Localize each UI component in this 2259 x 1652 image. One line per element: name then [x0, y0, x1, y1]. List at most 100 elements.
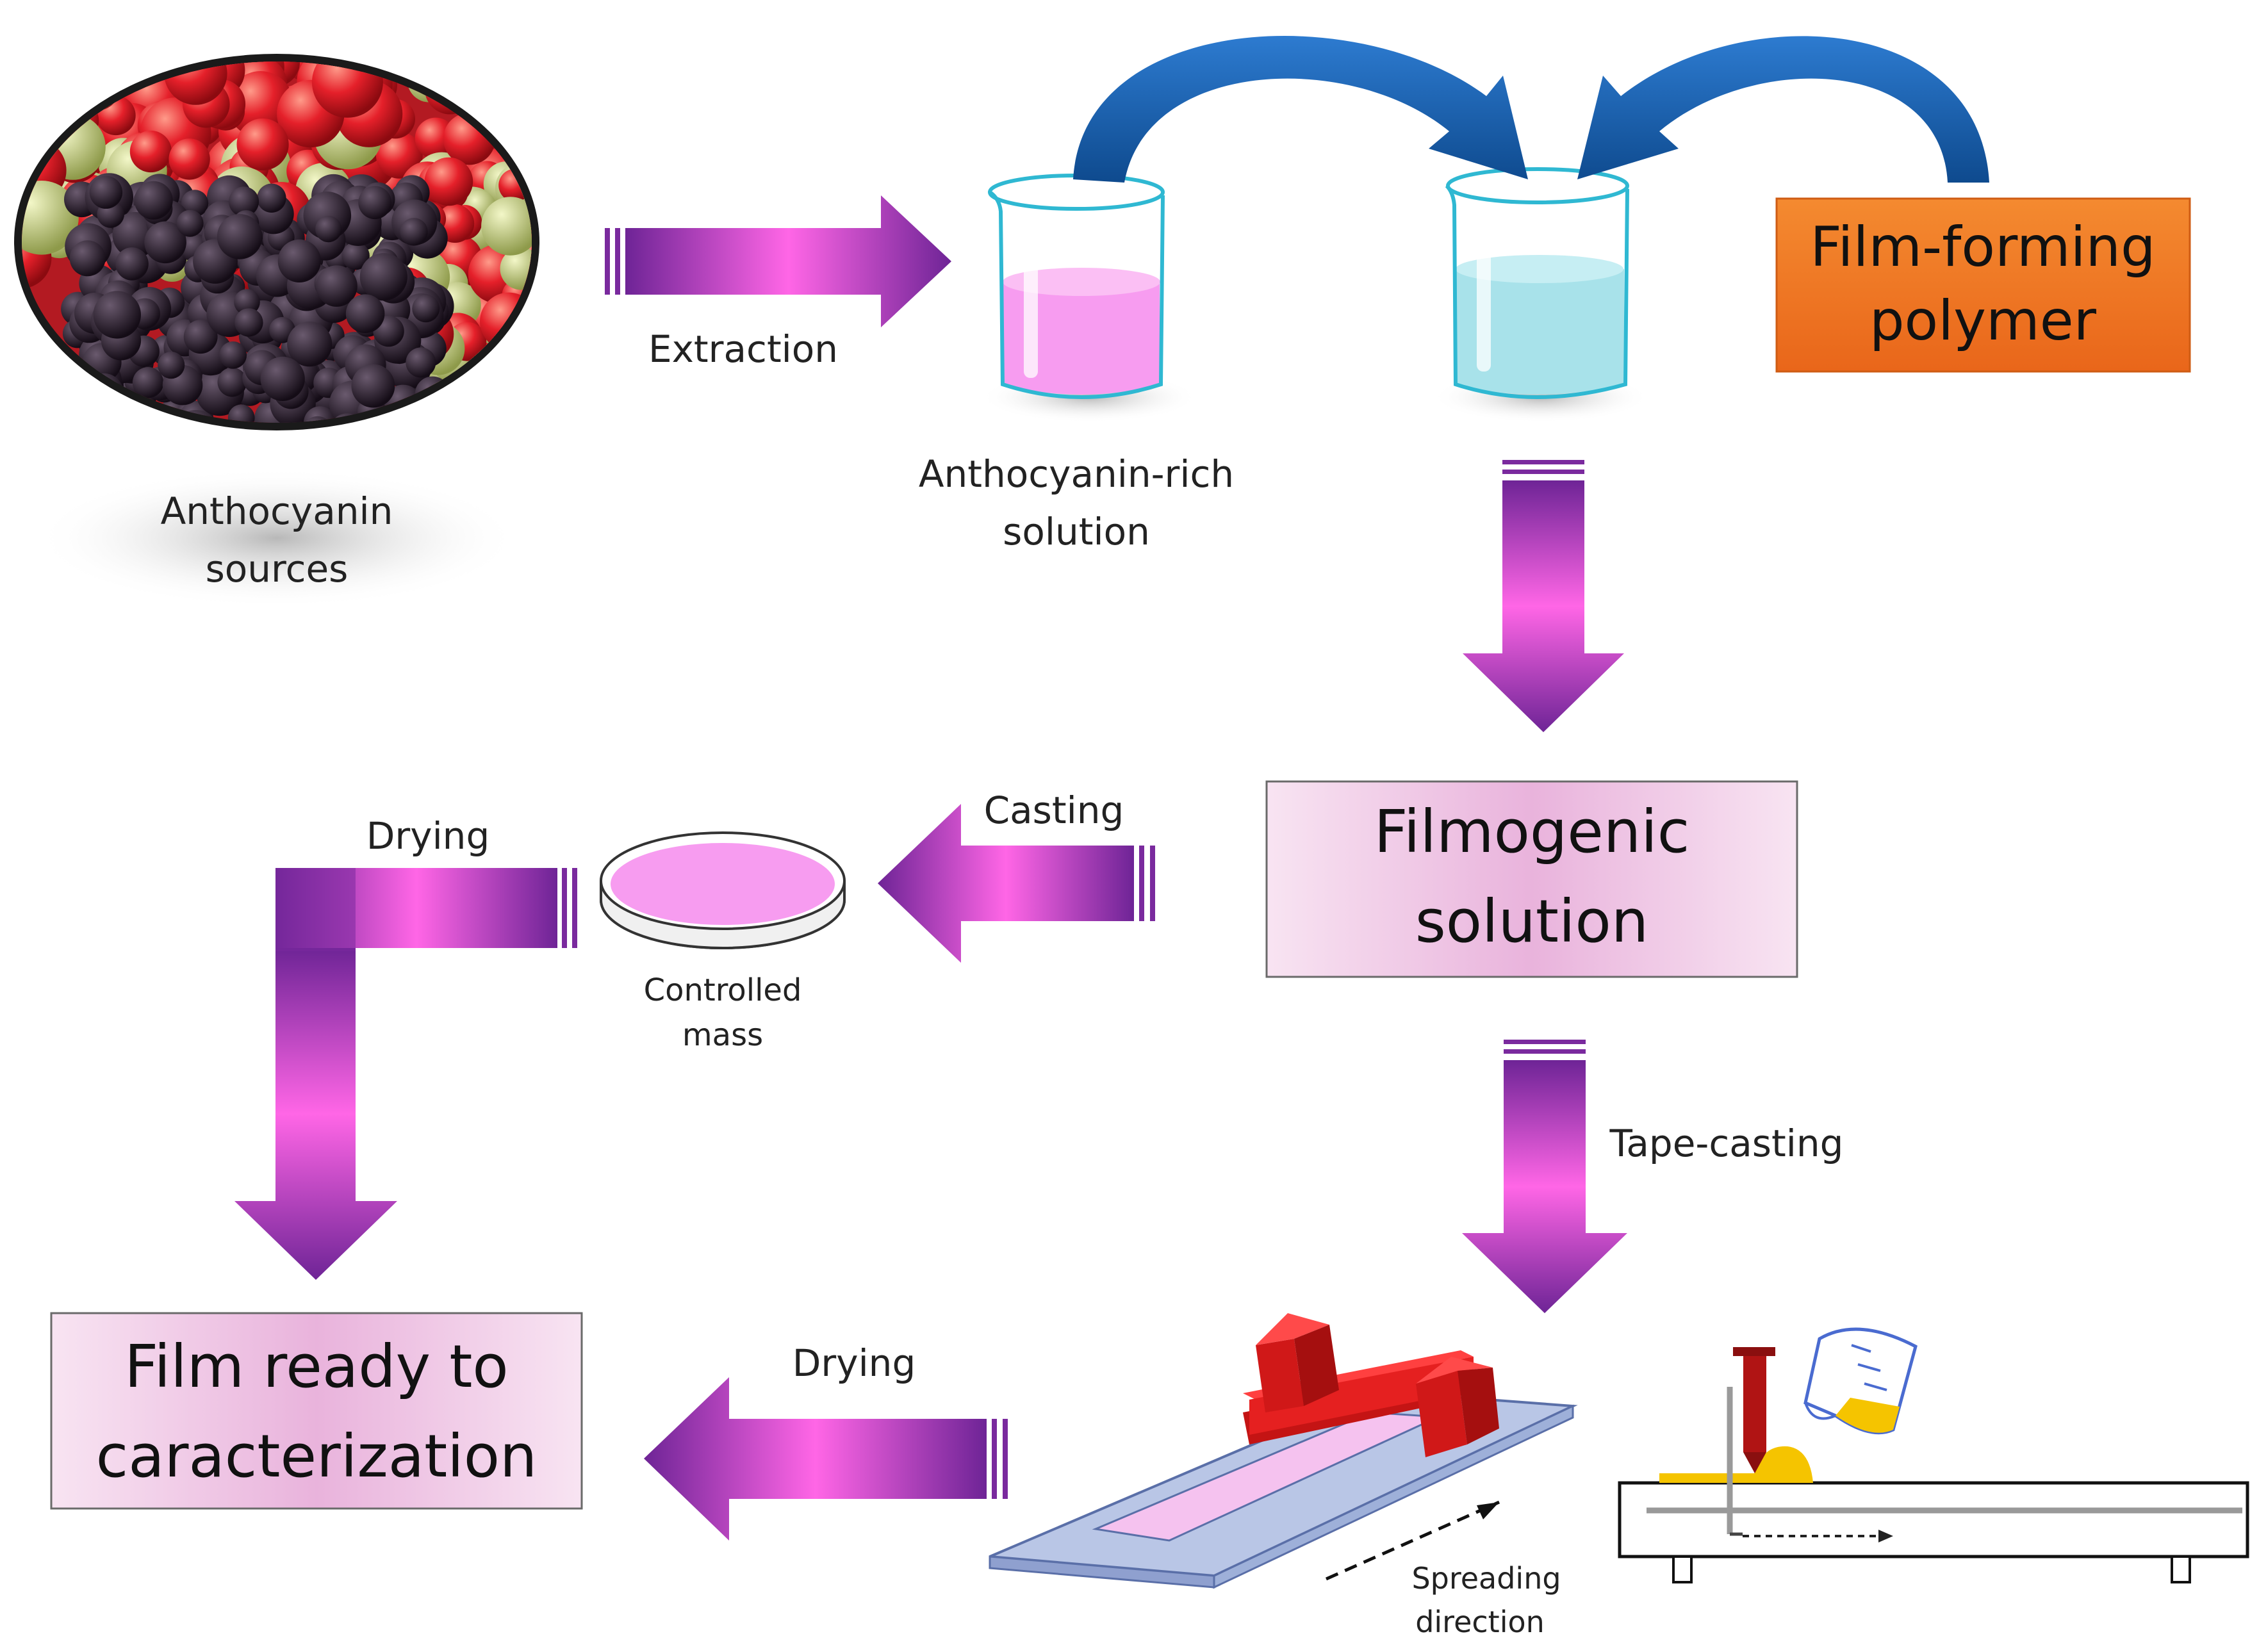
berry	[315, 216, 342, 243]
drying-elbow-arrow	[234, 868, 577, 1280]
spreading-label-2: direction	[1415, 1605, 1545, 1639]
extraction-arrow	[605, 195, 951, 327]
berry	[134, 181, 173, 220]
svg-text:caracterization: caracterization	[96, 1422, 538, 1491]
casting-bench	[1618, 1387, 2249, 1583]
svg-text:Filmogenic: Filmogenic	[1374, 797, 1690, 866]
extraction-label: Extraction	[648, 327, 838, 371]
berry	[129, 130, 172, 173]
anthocyanin-rich-label-2: solution	[1003, 510, 1150, 553]
berry	[341, 241, 370, 270]
berry	[398, 411, 442, 423]
berry	[217, 367, 247, 397]
berry	[144, 221, 186, 264]
svg-text:solution: solution	[1415, 887, 1648, 956]
berry	[115, 247, 149, 281]
curved-arrow-left	[1073, 36, 1528, 183]
berry	[93, 405, 139, 423]
spreading-label-1: Spreading	[1411, 1561, 1561, 1596]
berry	[164, 61, 227, 105]
roller-applicator	[1243, 1313, 1499, 1457]
svg-text:sources: sources	[206, 547, 349, 591]
berry	[86, 61, 127, 80]
berry	[69, 240, 106, 277]
curved-arrow-right	[1577, 36, 1989, 183]
berry	[227, 70, 294, 138]
berry	[89, 176, 123, 209]
berry	[217, 214, 263, 259]
berry	[257, 183, 286, 213]
berry	[375, 132, 423, 179]
berry	[234, 308, 263, 337]
filmogenic-solution-box: Filmogenic solution	[1265, 780, 1798, 978]
berry	[388, 406, 420, 423]
berry	[359, 253, 407, 301]
berry	[183, 320, 218, 354]
berry	[62, 380, 93, 411]
berry	[132, 367, 164, 398]
berry	[22, 81, 48, 125]
berry	[424, 157, 473, 206]
controlled-mass-label-2: mass	[682, 1017, 763, 1053]
berries-photo	[14, 54, 539, 430]
petri-dish	[600, 831, 846, 949]
mixing-beaker	[1432, 167, 1650, 423]
berry	[236, 118, 289, 171]
berry	[93, 291, 141, 339]
berry	[158, 352, 185, 379]
berry	[22, 61, 64, 116]
berry	[481, 197, 532, 256]
svg-text:Film-forming: Film-forming	[1810, 215, 2155, 279]
anthocyanin-beaker	[980, 174, 1198, 423]
controlled-mass-label-1: Controlled	[644, 972, 802, 1008]
berry	[168, 138, 210, 180]
berry	[379, 413, 416, 423]
anthocyanin-sources-label: Anthocyanin sources	[33, 468, 520, 609]
berry	[316, 265, 357, 307]
berry	[229, 186, 259, 217]
berry	[70, 421, 97, 423]
berry	[351, 364, 395, 408]
pouring-beaker	[1803, 1327, 1918, 1435]
tape-casting-arrow	[1462, 1040, 1627, 1313]
berry	[487, 61, 532, 77]
anthocyanin-rich-label-1: Anthocyanin-rich	[919, 452, 1234, 496]
berry	[234, 289, 260, 315]
berry	[35, 64, 77, 106]
berry	[406, 347, 436, 378]
berry	[514, 348, 532, 388]
berry	[219, 341, 247, 369]
doctor-blade	[1733, 1347, 1775, 1473]
berry	[500, 247, 532, 290]
berry	[412, 295, 440, 323]
svg-text:Film ready to: Film ready to	[124, 1332, 508, 1401]
berry	[22, 86, 60, 147]
film-ready-box: Film ready to caracterization	[50, 1312, 583, 1510]
berry	[56, 397, 97, 423]
film-forming-polymer-box: Film-forming polymer	[1775, 197, 2191, 373]
berry	[377, 413, 407, 423]
berry	[345, 294, 385, 333]
drying-bottom-label: Drying	[793, 1341, 916, 1385]
berry	[40, 61, 84, 104]
berry	[260, 356, 305, 402]
berry	[277, 239, 321, 282]
svg-text:Anthocyanin: Anthocyanin	[161, 489, 393, 533]
svg-text:polymer: polymer	[1869, 289, 2097, 353]
berry	[60, 377, 108, 423]
mixing-down-arrow	[1463, 460, 1624, 732]
berry	[358, 186, 392, 220]
tape-casting-label: Tape-casting	[1609, 1122, 1844, 1165]
berry	[22, 77, 77, 134]
berry	[71, 61, 140, 86]
berry	[176, 209, 204, 237]
berry	[400, 218, 428, 246]
drying-top-label: Drying	[366, 814, 490, 858]
drying-bottom-arrow	[644, 1377, 1008, 1541]
berry	[287, 322, 333, 367]
berry	[56, 61, 122, 87]
casting-arrow	[878, 804, 1155, 963]
casting-label: Casting	[984, 789, 1124, 832]
berry	[227, 404, 255, 423]
